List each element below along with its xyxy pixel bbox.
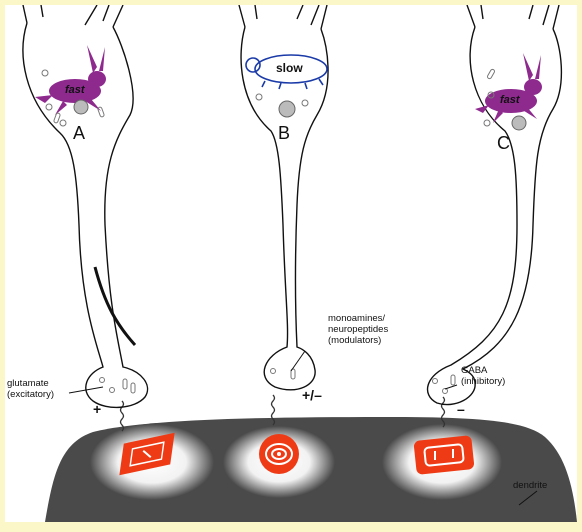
neuron-b-transmitter-label: monoamines/ neuropeptides (modulators) <box>328 314 428 347</box>
diagram-canvas: fast slow fast A B C glutamate (excitato… <box>5 5 577 522</box>
neuron-a-speed-label: fast <box>65 84 85 97</box>
rabbit-a <box>35 45 106 115</box>
neuron-a-transmitter-label: glutamate (excitatory) <box>7 379 54 401</box>
transmitter-name: monoamines/ neuropeptides <box>328 314 428 336</box>
transmitter-effect: (modulators) <box>328 336 428 347</box>
neuron-b-sign: +/– <box>302 387 322 403</box>
vesicles-a <box>42 70 135 393</box>
neuron-c-transmitter-label: GABA (inhibitory) <box>461 366 505 388</box>
transmitter-effect: (inhibitory) <box>461 377 505 388</box>
neuron-c-letter: C <box>497 133 510 154</box>
receptor-c <box>413 435 474 475</box>
neuron-a-letter: A <box>73 123 85 144</box>
neuron-a-sign: + <box>93 401 101 417</box>
dendrite-label: dendrite <box>513 481 547 492</box>
neuron-a <box>23 5 148 407</box>
release-a <box>121 401 124 431</box>
neuron-diagram <box>5 5 577 522</box>
receptor-b <box>259 434 299 474</box>
neuron-c-sign: – <box>457 401 465 417</box>
rabbit-c <box>475 53 542 123</box>
neuron-b-speed-label: slow <box>276 62 303 76</box>
neuron-c-speed-label: fast <box>500 94 520 107</box>
transmitter-effect: (excitatory) <box>7 390 54 401</box>
neuron-b-letter: B <box>278 123 290 144</box>
neuron-c <box>428 5 562 405</box>
